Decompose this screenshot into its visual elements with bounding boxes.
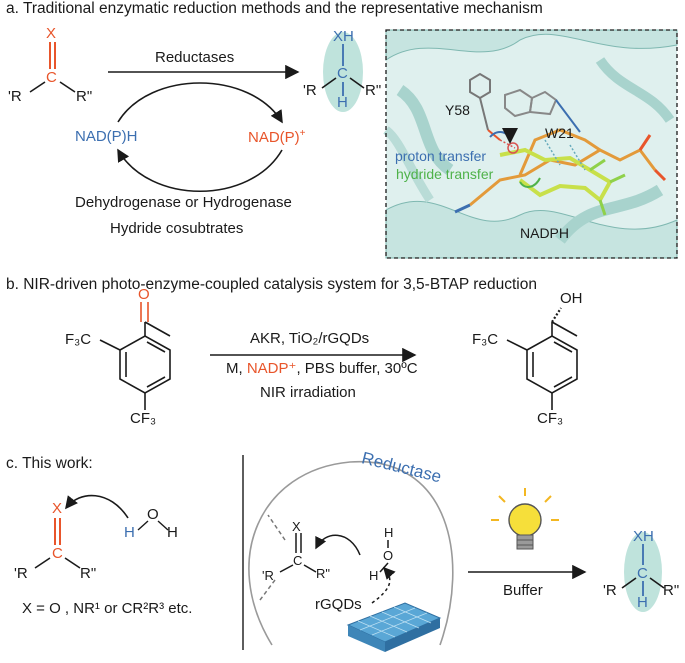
regeneration-line-1: Dehydrogenase or Hydrogenase	[75, 194, 292, 211]
cycle-arc-top	[117, 82, 283, 124]
panel-b-heading: b. NIR-driven photo-enzyme-coupled catal…	[6, 276, 537, 293]
panel-c-product-bonds	[621, 544, 665, 596]
inner-c: C	[293, 553, 303, 568]
panel-c-x-definition: X = O , NR¹ or CR²R³ etc.	[22, 600, 193, 617]
panel-c-water-o: O	[147, 506, 159, 523]
panel-c-curved-arrow	[65, 494, 129, 519]
inner-water-h2: H	[369, 568, 379, 583]
reductase-label: Reductases	[155, 49, 235, 66]
cofactor-oxidized: NAD(P)+	[248, 128, 306, 146]
panel-a-product-r1: 'R	[303, 82, 317, 99]
inner-r2: R"	[316, 566, 331, 581]
inset-nadph: NADPH	[520, 225, 570, 241]
cycle-arc-bottom	[117, 148, 283, 193]
inner-curved-arrow	[315, 534, 361, 556]
panel-a-substrate-c: C	[46, 69, 57, 86]
panel-a-heading: a. Traditional enzymatic reduction metho…	[6, 0, 543, 17]
inset-residue-y58: Y58	[445, 102, 470, 118]
panel-c-substrate-r1: 'R	[14, 565, 28, 582]
panel-c-substrate-c: C	[52, 545, 63, 562]
panel-c-water-h1: H	[124, 524, 135, 541]
regeneration-line-2: Hydride cosubtrates	[110, 220, 244, 237]
panel-b-condition-1: AKR, TiO₂/rGQDs	[250, 330, 370, 347]
panel-a-product-c: C	[337, 65, 348, 82]
buffer-label: Buffer	[503, 582, 543, 599]
protein-structure-inset	[383, 29, 678, 259]
panel-b-sm-cf3-top: F₃C	[65, 331, 92, 348]
panel-b-sm-oxygen: O	[138, 286, 150, 303]
panel-c-product-h: H	[637, 594, 648, 611]
inner-x: X	[292, 519, 301, 534]
inset-frame	[385, 29, 678, 259]
inner-water-h1: H	[384, 525, 394, 540]
panel-b-condition-3: NIR irradiation	[260, 384, 356, 401]
inner-water-o: O	[383, 548, 394, 563]
panel-c-product-r1: 'R	[603, 582, 617, 599]
rgqds-label: rGQDs	[315, 596, 362, 613]
panel-b-product-oh: OH	[560, 290, 583, 307]
panel-b-condition-2: M, NADP⁺, PBS buffer, 30ºC	[226, 360, 418, 377]
panel-a-product-h: H	[337, 94, 348, 111]
inset-residue-w21: W21	[545, 125, 574, 141]
panel-c-substrate-bonds	[34, 518, 169, 569]
panel-c-water-h2: H	[167, 524, 178, 541]
panel-b-product-cf3-top: F₃C	[472, 331, 499, 348]
panel-c-product-xh: XH	[633, 528, 654, 545]
panel-a-substrate-x: X	[46, 25, 57, 42]
light-bulb-icon	[491, 488, 559, 550]
panel-c-product-c: C	[637, 565, 648, 582]
panel-c-substrate-x: X	[52, 500, 63, 517]
panel-c-substrate-r2: R"	[80, 565, 97, 582]
panel-c-product-r2: R"	[663, 582, 680, 599]
product-highlight-c	[624, 532, 662, 612]
panel-b-sm-cf3-bottom: CF₃	[130, 410, 157, 427]
inner-substrate-bonds	[259, 514, 389, 601]
reductase-boundary	[248, 461, 454, 646]
inner-dashed-arrow	[371, 566, 396, 604]
panel-a-substrate-bonds	[29, 42, 76, 93]
panel-a-product-r2: R"	[365, 82, 382, 99]
panel-a-product-bonds	[321, 44, 365, 96]
rgqds-graphene-sheet	[346, 602, 442, 652]
panel-b-product-cf3-bottom: CF₃	[537, 410, 564, 427]
panel-b-product	[506, 307, 578, 410]
inner-r1: 'R	[262, 568, 274, 583]
panel-a-substrate-r2: R"	[76, 88, 93, 105]
panel-c-heading: c. This work:	[6, 455, 93, 472]
panel-b-starting-material	[99, 302, 171, 410]
panel-a-substrate-r1: 'R	[8, 88, 22, 105]
cofactor-reduced: NAD(P)H	[75, 128, 138, 145]
inset-proton-transfer: proton transfer	[395, 148, 487, 164]
product-highlight-a	[323, 32, 363, 112]
inset-hydride-transfer: hydride transfer	[396, 166, 494, 182]
panel-a-product-xh: XH	[333, 28, 354, 45]
